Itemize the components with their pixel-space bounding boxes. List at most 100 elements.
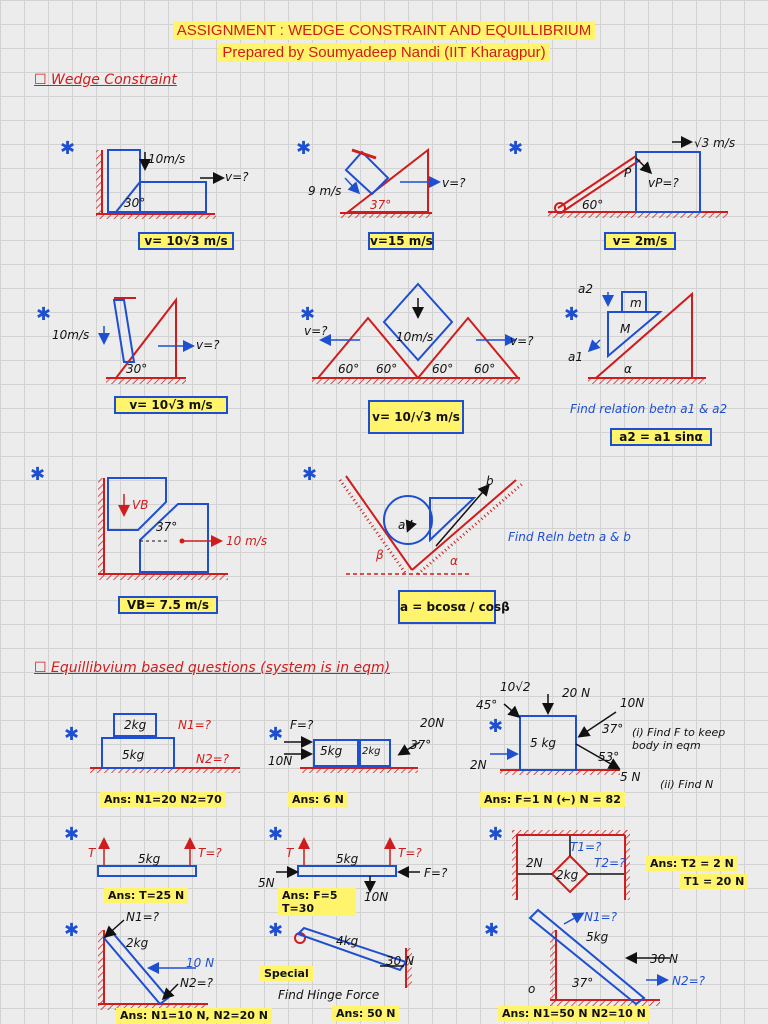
fig2-velocity-label: 9 m/s <box>308 184 342 198</box>
eq3-angle-3: 53° <box>598 750 620 764</box>
eq9-origin: o <box>528 982 536 996</box>
eq8-task: Find Hinge Force <box>278 988 380 1002</box>
section-equilibrium-title: ☐ Equillibvium based questions (system i… <box>34 660 391 676</box>
eq7-mass: 2kg <box>126 936 149 950</box>
star-icon: ✱ <box>64 824 80 845</box>
star-icon: ✱ <box>300 304 316 325</box>
eq3-angle-2: 37° <box>602 722 624 736</box>
fig6-a1-label: a1 <box>568 350 583 364</box>
fig2-angle-label: 37° <box>370 198 392 212</box>
fig5-angle-3: 60° <box>432 362 454 376</box>
eq8-force: 30 N <box>386 954 415 968</box>
eq5-f2: F=? <box>424 866 448 880</box>
eq7-n2: N2=? <box>180 976 214 990</box>
eq3-force-4: 2N <box>470 758 487 772</box>
fig3-answer: v= 2m/s <box>604 232 676 250</box>
eq4-mass: 5kg <box>138 852 161 866</box>
eq4-t-right: T=? <box>198 846 222 860</box>
eq9-n2: N2=? <box>672 974 706 988</box>
eq-figure-2 <box>284 736 421 773</box>
fig5-angle-1: 60° <box>338 362 360 376</box>
star-icon: ✱ <box>484 920 500 941</box>
eq-figure-3 <box>490 694 621 775</box>
eq9-angle: 37° <box>572 976 594 990</box>
star-icon: ✱ <box>268 824 284 845</box>
fig6-answer: a2 = a1 sinα <box>610 428 712 446</box>
eq3-mass: 5 kg <box>530 736 557 750</box>
eq2-f-label: F=? <box>290 718 314 732</box>
eq5-f1: 5N <box>258 876 275 890</box>
fig4-angle-label: 30° <box>126 362 148 376</box>
fig5-angle-2: 60° <box>376 362 398 376</box>
fig6-big-mass: M <box>620 322 631 336</box>
star-icon: ✱ <box>60 138 76 159</box>
wedge-figure-8 <box>338 475 523 576</box>
fig2-answer: v=15 m/s <box>368 232 434 250</box>
eq2-mass-2: 2kg <box>362 746 381 757</box>
eq6-answer-1: Ans: T2 = 2 N <box>646 856 738 871</box>
page-title: ASSIGNMENT : WEDGE CONSTRAINT AND EQUILL… <box>0 21 768 40</box>
fig4-unknown-label: v=? <box>196 338 220 352</box>
eq1-mass-bottom: 5kg <box>122 748 145 762</box>
star-icon: ✱ <box>488 716 504 737</box>
wedge-figure-5 <box>312 282 521 384</box>
star-icon: ✱ <box>296 138 312 159</box>
eq-figure-9 <box>528 908 670 1006</box>
fig8-a-label: a <box>398 518 406 532</box>
eq5-mass: 5kg <box>336 852 359 866</box>
fig3-point-label: P <box>624 166 632 180</box>
eq7-answer: Ans: N1=10 N, N2=20 N <box>116 1008 272 1023</box>
fig1-answer: v= 10√3 m/s <box>138 232 234 250</box>
eq-figure-7 <box>98 919 208 1010</box>
eq9-answer: Ans: N1=50 N N2=10 N <box>498 1006 650 1021</box>
eq1-answer: Ans: N1=20 N2=70 <box>100 792 226 807</box>
eq2-angle: 37° <box>410 738 432 752</box>
fig4-answer: v= 10√3 m/s <box>114 396 228 414</box>
fig8-alpha-label: α <box>450 554 458 568</box>
page-subtitle: Prepared by Soumyadeep Nandi (IIT Kharag… <box>0 43 768 62</box>
eq3-force-5: 5 N <box>620 770 641 784</box>
star-icon: ✱ <box>36 304 52 325</box>
eq8-tag: Special <box>260 966 313 981</box>
eq7-n1: N1=? <box>126 910 160 924</box>
star-icon: ✱ <box>64 724 80 745</box>
fig7-vb-label: VB <box>132 498 149 512</box>
eq5-t-left: T <box>286 846 294 860</box>
star-icon: ✱ <box>564 304 580 325</box>
fig8-answer: a = bcosα / cosβ <box>398 590 510 624</box>
star-icon: ✱ <box>302 464 318 485</box>
fig5-answer: v= 10/√3 m/s <box>368 400 464 434</box>
wedge-figure-6 <box>587 291 706 384</box>
fig7-answer: VB= 7.5 m/s <box>118 596 218 614</box>
fig8-b-label: b <box>486 474 494 488</box>
star-icon: ✱ <box>488 824 504 845</box>
eq4-t-left: T <box>88 846 96 860</box>
fig6-small-mass: m <box>630 296 642 310</box>
eq9-mass: 5kg <box>586 930 609 944</box>
star-icon: ✱ <box>64 920 80 941</box>
fig6-angle-label: α <box>624 362 632 376</box>
eq3-force-2: 20 N <box>562 686 591 700</box>
eq6-answer-2: T1 = 20 N <box>680 874 749 889</box>
eq8-answer: Ans: 50 N <box>332 1006 400 1021</box>
fig3-velocity-label: √3 m/s <box>694 136 736 150</box>
section-wedge-title: ☐ Wedge Constraint <box>34 72 177 88</box>
eq1-mass-top: 2kg <box>124 718 147 732</box>
eq5-answer: Ans: F=5 T=30 <box>278 888 356 916</box>
fig6-a2-label: a2 <box>578 282 593 296</box>
fig7-angle-label: 37° <box>156 520 178 534</box>
fig1-angle-label: 30° <box>124 196 146 210</box>
eq2-f2-label: 20N <box>420 716 445 730</box>
fig5-right-unknown: v=? <box>510 334 534 348</box>
eq-figure-6 <box>512 830 630 900</box>
fig3-unknown-label: vP=? <box>648 176 679 190</box>
eq7-force: 10 N <box>186 956 215 970</box>
eq3-angle-1: 45° <box>476 698 498 712</box>
fig8-task: Find Reln betn a & b <box>508 530 631 544</box>
wedge-figure-3 <box>548 136 728 218</box>
eq3-force-1: 10√2 <box>500 680 531 694</box>
eq-figure-5 <box>276 837 420 893</box>
eq-figure-8 <box>294 926 412 988</box>
fig3-angle-label: 60° <box>582 198 604 212</box>
